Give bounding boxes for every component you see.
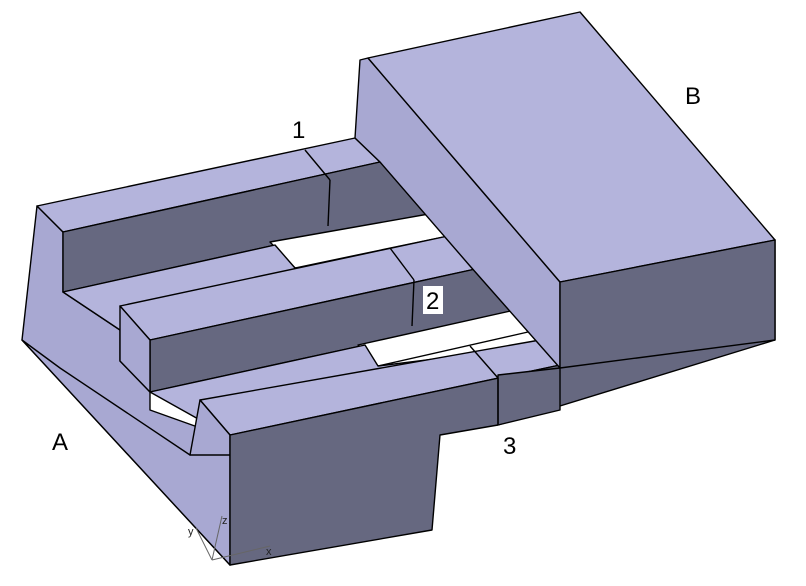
label-2: 2 bbox=[426, 288, 439, 315]
label-1: 1 bbox=[292, 117, 305, 144]
axis-triad: x y z bbox=[188, 515, 272, 561]
label-B: B bbox=[685, 83, 701, 110]
seam-line-1 bbox=[304, 149, 331, 181]
seam-line-2 bbox=[389, 247, 415, 281]
axis-x-label: x bbox=[266, 546, 272, 558]
seam-line-1b bbox=[327, 179, 331, 227]
axis-y-label: y bbox=[188, 526, 194, 538]
axis-z-label: z bbox=[222, 515, 228, 527]
label-3: 3 bbox=[503, 433, 516, 460]
seam-line-3 bbox=[469, 345, 499, 379]
block-b-front-face bbox=[559, 239, 776, 369]
label-2-background bbox=[423, 286, 443, 314]
label-A: A bbox=[52, 429, 68, 456]
step-front-face bbox=[497, 367, 561, 426]
seam-line-2b bbox=[411, 279, 415, 327]
